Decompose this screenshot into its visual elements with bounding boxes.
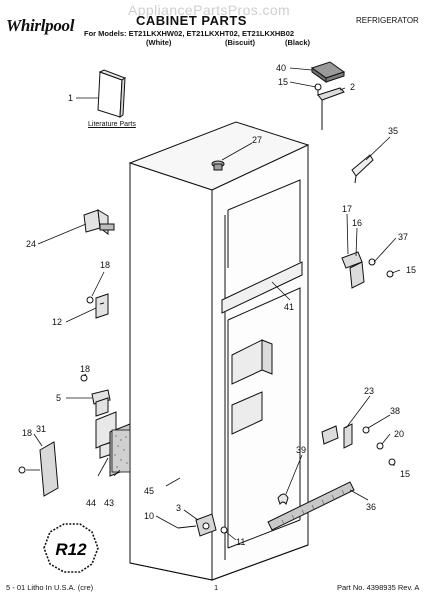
leveling-leg-bracket [177, 513, 228, 537]
callout-15-center: 15 [406, 265, 416, 275]
footer-litho: 5 - 01 Litho In U.S.A. (cre) [6, 583, 94, 592]
center-hinge [341, 251, 394, 289]
literature-parts-label: Literature Parts [88, 121, 136, 128]
callout-18-upper: 18 [100, 260, 110, 270]
side-panel [18, 441, 59, 497]
footer-part-number: Part No. 4398935 Rev. A [337, 583, 420, 592]
brand-logo: Whirlpool [6, 16, 75, 35]
callout-43: 43 [104, 498, 114, 508]
leader-lines [26, 67, 401, 541]
lower-hinge-parts [80, 374, 111, 417]
callout-44: 44 [86, 498, 96, 508]
callout-39: 39 [296, 445, 306, 455]
callout-5: 5 [56, 393, 61, 403]
variant-black: (Black) [285, 38, 311, 47]
callout-35: 35 [388, 126, 398, 136]
category-label: REFRIGERATOR [356, 16, 419, 25]
callout-18-middle: 18 [80, 364, 90, 374]
bottom-hinge [321, 423, 396, 466]
variant-white: (White) [146, 38, 172, 47]
page-title: CABINET PARTS [136, 13, 247, 28]
callout-11: 11 [236, 537, 245, 547]
plug-button [211, 160, 225, 171]
callout-37: 37 [398, 232, 408, 242]
callout-41: 41 [284, 302, 294, 312]
callout-17: 17 [342, 204, 352, 214]
watermark-text: AppliancePartsPros.com [128, 2, 291, 18]
callout-36: 36 [366, 502, 376, 512]
top-hinge [314, 83, 345, 130]
callout-15-top: 15 [278, 77, 288, 87]
cabinet-body [128, 121, 310, 581]
door-stop [83, 209, 115, 235]
callout-23: 23 [364, 386, 374, 396]
footer-page-number: 1 [214, 583, 219, 592]
callout-40: 40 [276, 63, 286, 73]
hinge-cover [310, 61, 346, 83]
toe-grille [267, 481, 355, 531]
callout-15-bottom: 15 [400, 469, 410, 479]
callout-27: 27 [252, 135, 262, 145]
models-line: For Models: ET21LKXHW02, ET21LKXHT02, ET… [84, 29, 295, 38]
callout-10: 10 [144, 511, 154, 521]
variant-biscuit: (Biscuit) [225, 38, 255, 47]
insulation-pad [111, 429, 131, 473]
callout-16: 16 [352, 218, 362, 228]
callout-1: 1 [68, 93, 73, 103]
literature-booklet [97, 69, 127, 118]
callout-3: 3 [176, 503, 181, 513]
hinge-pin-bracket [86, 293, 109, 319]
callout-2: 2 [350, 82, 355, 92]
callout-20: 20 [394, 429, 404, 439]
stamp-text: R12 [55, 540, 87, 559]
callout-38: 38 [390, 406, 400, 416]
revision-stamp: R12 [43, 523, 99, 573]
callout-18-lower: 18 [22, 428, 32, 438]
callout-45: 45 [144, 486, 154, 496]
callout-labels: 1 2 3 5 10 11 12 15 15 15 15 17 16 18 18… [22, 63, 416, 547]
callout-12: 12 [52, 317, 62, 327]
callout-31: 31 [36, 424, 46, 434]
shelf-bracket [351, 154, 374, 184]
grille-clip [277, 493, 289, 506]
callout-24: 24 [26, 239, 36, 249]
